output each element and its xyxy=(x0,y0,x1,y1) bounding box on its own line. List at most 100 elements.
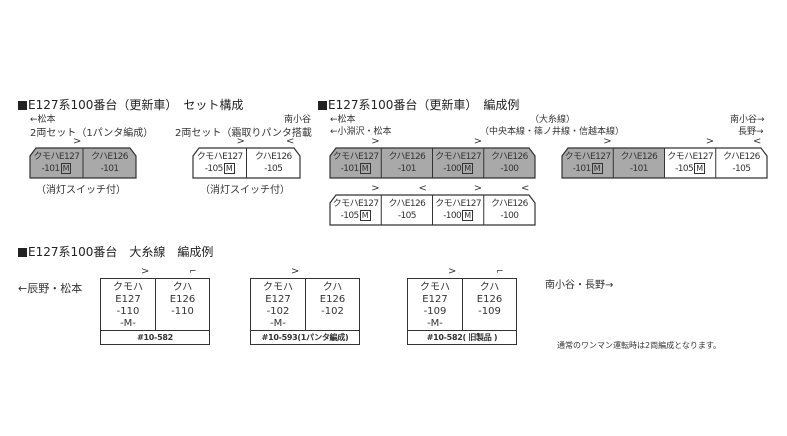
car-number: -101 xyxy=(629,164,649,174)
car-number: -101 xyxy=(397,164,417,174)
car-number: -100 xyxy=(500,164,519,174)
car-text: -110 xyxy=(171,306,194,317)
direction-marker: > xyxy=(141,266,150,277)
s1-right-note: （消灯スイッチ付） xyxy=(200,185,290,196)
car-fill xyxy=(330,148,381,178)
car-text: -102 xyxy=(321,306,344,317)
direction-marker: < xyxy=(286,136,295,147)
car-text: E126 xyxy=(169,294,196,305)
car-type: クモハE127 xyxy=(564,152,611,162)
s2-right-dir1: 南小谷→ xyxy=(730,115,765,125)
unit-outline xyxy=(561,147,768,179)
pantograph-marker: ⌐ xyxy=(189,267,197,277)
car-text: E126 xyxy=(476,294,503,305)
car: クハE126 -100 xyxy=(484,148,535,178)
car-fill xyxy=(30,148,83,178)
direction-marker: > xyxy=(705,136,715,147)
car-fill xyxy=(716,148,767,178)
car: クハE126 -101 xyxy=(83,148,136,178)
s1-right-direction: 南小谷 xyxy=(284,115,312,125)
car: クハE126-100< xyxy=(484,184,535,225)
s3-note: 通常のワンマン運転時は2両編成となります。 xyxy=(557,341,722,350)
section1-title: E127系100番台（更新車） セット構成 xyxy=(18,96,243,113)
car-number: -105 xyxy=(732,164,751,174)
product-number: #10-582 xyxy=(101,330,209,344)
s3-left-direction: ←辰野・松本 xyxy=(18,282,83,295)
car-number: -101 xyxy=(100,164,119,174)
section3-title: E127系100番台 大糸線 編成例 xyxy=(18,243,213,260)
car-fill xyxy=(613,148,664,178)
s2-left-dir2: ←小淵沢・松本 xyxy=(330,127,392,137)
car-fill xyxy=(433,195,484,225)
car-type: クモハE127 xyxy=(332,199,379,209)
s2-left-dir1: ←松本 xyxy=(330,115,356,125)
direction-marker: > xyxy=(473,183,483,194)
car-text: クモハ xyxy=(113,282,143,293)
car-type: クモハE127 xyxy=(33,152,80,162)
direction-marker: > xyxy=(448,266,457,277)
car-text: -M- xyxy=(427,318,443,329)
product-number: #10-593(1パンタ編成) xyxy=(251,330,359,344)
s2-mid-line1: （大糸線） xyxy=(530,115,576,125)
motor-badge: M xyxy=(223,163,235,174)
car-type: クモハE127 xyxy=(435,152,481,162)
car-text: クモハ xyxy=(420,282,450,293)
car-type: クモハE127 xyxy=(332,152,379,162)
direction-marker: > xyxy=(603,136,612,147)
car-text: -110 xyxy=(116,306,140,317)
s1-left-note: （消灯スイッチ付） xyxy=(36,185,126,196)
car-type: クハE126 xyxy=(91,152,128,162)
car-text: -102 xyxy=(266,306,290,317)
car-fill xyxy=(381,195,432,225)
car-number: -105 xyxy=(264,164,283,174)
car-type: クモハE127 xyxy=(196,152,243,162)
train-unit xyxy=(562,148,767,178)
car-type: クモハE127 xyxy=(667,152,713,162)
car: クハE126-105< xyxy=(716,137,767,178)
motor-badge: M xyxy=(694,163,706,174)
direction-marker: > xyxy=(473,136,483,147)
car-type: クモハE127 xyxy=(435,199,481,209)
unit-outline xyxy=(329,194,536,226)
car-text: E127 xyxy=(115,294,141,305)
direction-marker: > xyxy=(291,266,300,277)
motor-badge: M xyxy=(60,163,72,174)
car-fill xyxy=(484,148,535,178)
car-text: クハ xyxy=(479,282,500,293)
car-type: クハE126 xyxy=(490,152,528,162)
train-unit xyxy=(330,148,535,178)
direction-marker: < xyxy=(418,183,427,194)
car: クハE126-101 xyxy=(381,148,432,178)
car-fill xyxy=(381,148,432,178)
s1-left-direction: ←松本 xyxy=(30,115,56,125)
s3-right-direction: 南小谷・長野→ xyxy=(545,280,614,291)
car-fill xyxy=(562,148,613,178)
pantograph-marker: ⌐ xyxy=(496,267,504,277)
direction-marker: > xyxy=(73,136,82,147)
car-type: クハE126 xyxy=(722,152,760,162)
car-fill xyxy=(433,148,484,178)
direction-marker: > xyxy=(371,136,380,147)
